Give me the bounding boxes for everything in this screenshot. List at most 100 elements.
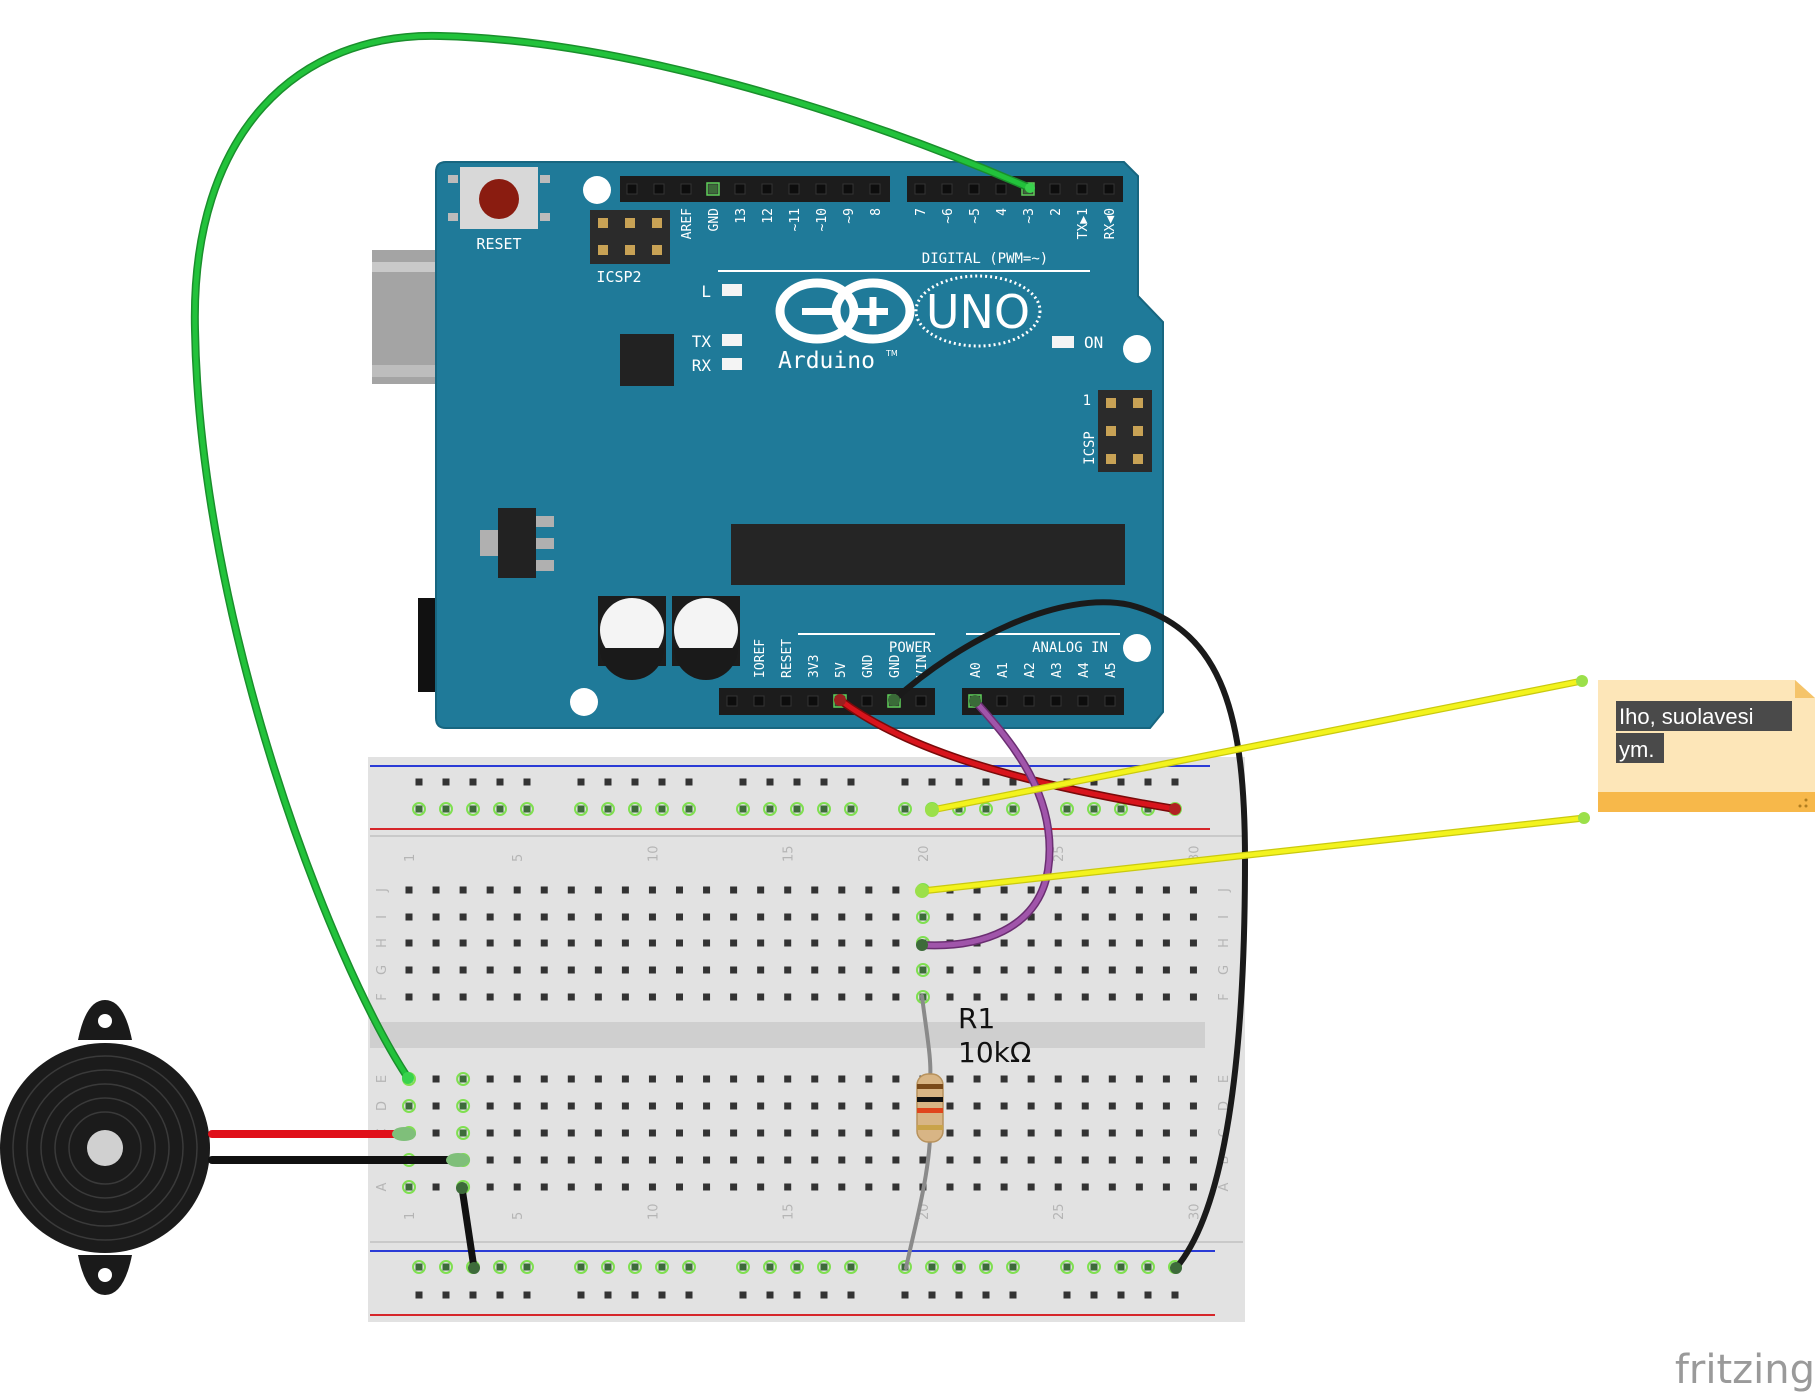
- breadboard-hole[interactable]: [459, 913, 467, 921]
- breadboard-hole[interactable]: [594, 966, 602, 974]
- header-pin[interactable]: [1103, 183, 1115, 195]
- breadboard-hole[interactable]: [621, 966, 629, 974]
- breadboard-hole[interactable]: [865, 993, 873, 1001]
- rail-hole[interactable]: [1117, 1291, 1125, 1299]
- breadboard-hole[interactable]: [621, 993, 629, 1001]
- rail-hole[interactable]: [523, 1263, 531, 1271]
- rail-hole[interactable]: [658, 1291, 666, 1299]
- breadboard-hole[interactable]: [676, 966, 683, 974]
- breadboard-hole[interactable]: [1189, 993, 1197, 1001]
- rail-hole[interactable]: [928, 778, 936, 786]
- breadboard-hole[interactable]: [459, 993, 467, 1001]
- breadboard-hole[interactable]: [513, 886, 521, 894]
- header-pin[interactable]: [968, 183, 980, 195]
- breadboard-hole[interactable]: [784, 886, 792, 894]
- breadboard-hole[interactable]: [1189, 886, 1197, 894]
- header-pin[interactable]: [653, 183, 665, 195]
- breadboard-hole[interactable]: [784, 913, 792, 921]
- rail-hole[interactable]: [982, 805, 990, 813]
- breadboard-hole[interactable]: [892, 966, 900, 974]
- breadboard-hole[interactable]: [865, 939, 873, 947]
- breadboard-hole[interactable]: [1162, 1102, 1170, 1110]
- breadboard-hole[interactable]: [486, 1075, 494, 1083]
- rail-hole[interactable]: [955, 1291, 963, 1299]
- rail-hole[interactable]: [955, 778, 963, 786]
- rail-hole[interactable]: [766, 1291, 774, 1299]
- breadboard-hole[interactable]: [919, 1156, 927, 1164]
- breadboard-hole[interactable]: [648, 1129, 656, 1137]
- breadboard-hole[interactable]: [676, 1129, 683, 1137]
- breadboard-hole[interactable]: [594, 1183, 602, 1191]
- breadboard-hole[interactable]: [838, 1102, 846, 1110]
- breadboard-hole[interactable]: [865, 966, 873, 974]
- rail-hole[interactable]: [658, 1263, 666, 1271]
- rail-hole[interactable]: [739, 1263, 747, 1271]
- rail-hole[interactable]: [1009, 1291, 1017, 1299]
- breadboard-hole[interactable]: [540, 1183, 548, 1191]
- header-pin[interactable]: [1104, 695, 1116, 707]
- breadboard-hole[interactable]: [1054, 939, 1062, 947]
- breadboard-hole[interactable]: [1135, 993, 1143, 1001]
- breadboard-hole[interactable]: [486, 939, 494, 947]
- breadboard-hole[interactable]: [730, 1156, 738, 1164]
- rail-hole[interactable]: [631, 1291, 639, 1299]
- breadboard-hole[interactable]: [676, 913, 683, 921]
- breadboard-hole[interactable]: [486, 886, 494, 894]
- breadboard-hole[interactable]: [648, 886, 656, 894]
- breadboard-hole[interactable]: [811, 886, 819, 894]
- rail-hole[interactable]: [577, 1263, 585, 1271]
- breadboard-hole[interactable]: [540, 1156, 548, 1164]
- rail-hole[interactable]: [442, 805, 450, 813]
- breadboard-hole[interactable]: [730, 1075, 738, 1083]
- breadboard-hole[interactable]: [648, 1102, 656, 1110]
- rail-hole[interactable]: [1171, 778, 1179, 786]
- breadboard-hole[interactable]: [946, 913, 954, 921]
- rail-hole[interactable]: [469, 778, 477, 786]
- breadboard-hole[interactable]: [1081, 1102, 1089, 1110]
- rail-hole[interactable]: [1090, 778, 1098, 786]
- breadboard-hole[interactable]: [1027, 913, 1035, 921]
- rail-hole[interactable]: [469, 805, 477, 813]
- breadboard-hole[interactable]: [1189, 1075, 1197, 1083]
- breadboard-hole[interactable]: [892, 1183, 900, 1191]
- breadboard-hole[interactable]: [567, 1156, 575, 1164]
- breadboard-hole[interactable]: [703, 993, 711, 1001]
- breadboard-hole[interactable]: [567, 913, 575, 921]
- breadboard-hole[interactable]: [621, 1102, 629, 1110]
- breadboard-hole[interactable]: [1000, 1075, 1008, 1083]
- header-pin[interactable]: [869, 183, 881, 195]
- rail-hole[interactable]: [847, 778, 855, 786]
- header-pin[interactable]: [626, 183, 638, 195]
- breadboard-hole[interactable]: [594, 993, 602, 1001]
- breadboard-hole[interactable]: [594, 1129, 602, 1137]
- breadboard-hole[interactable]: [919, 966, 927, 974]
- breadboard-hole[interactable]: [811, 966, 819, 974]
- breadboard-hole[interactable]: [1000, 966, 1008, 974]
- rail-hole[interactable]: [820, 805, 828, 813]
- breadboard-hole[interactable]: [1027, 1075, 1035, 1083]
- breadboard-hole[interactable]: [540, 913, 548, 921]
- breadboard-hole[interactable]: [486, 913, 494, 921]
- rail-hole[interactable]: [604, 1291, 612, 1299]
- breadboard-hole[interactable]: [513, 1156, 521, 1164]
- breadboard-hole[interactable]: [432, 1102, 440, 1110]
- breadboard-hole[interactable]: [730, 1102, 738, 1110]
- breadboard-hole[interactable]: [811, 1156, 819, 1164]
- rail-hole[interactable]: [847, 1263, 855, 1271]
- breadboard-hole[interactable]: [811, 1129, 819, 1137]
- breadboard-hole[interactable]: [838, 966, 846, 974]
- rail-hole[interactable]: [685, 805, 693, 813]
- rail-hole[interactable]: [1144, 1291, 1152, 1299]
- breadboard-hole[interactable]: [486, 1156, 494, 1164]
- breadboard-hole[interactable]: [784, 1102, 792, 1110]
- rail-hole[interactable]: [1144, 1263, 1152, 1271]
- header-pin[interactable]: [788, 183, 800, 195]
- breadboard-hole[interactable]: [1081, 939, 1089, 947]
- breadboard-hole[interactable]: [892, 939, 900, 947]
- breadboard-hole[interactable]: [1081, 966, 1089, 974]
- breadboard-hole[interactable]: [540, 1075, 548, 1083]
- breadboard-hole[interactable]: [621, 886, 629, 894]
- breadboard-hole[interactable]: [973, 886, 981, 894]
- breadboard-hole[interactable]: [621, 1156, 629, 1164]
- rail-hole[interactable]: [496, 805, 504, 813]
